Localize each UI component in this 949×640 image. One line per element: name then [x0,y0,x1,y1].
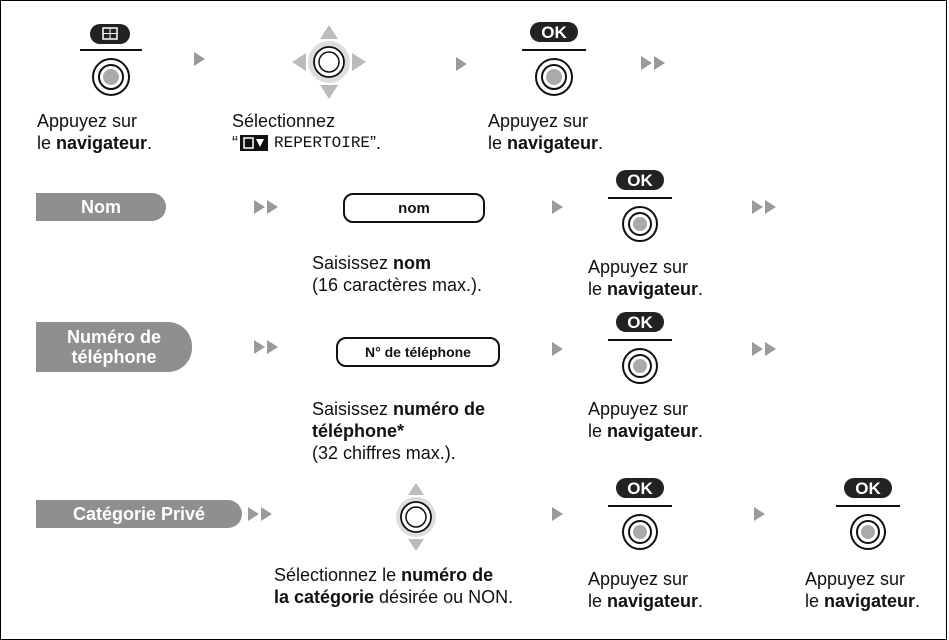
press-navigator-nom: Appuyez sur le navigateur. [588,257,704,299]
continue-arrow [248,507,259,521]
step-press-navigator: Appuyez sur le navigateur. [37,111,153,153]
continue-arrow [752,342,763,356]
next-arrow [552,200,563,214]
ok-navigator-icon: OK [608,478,672,550]
ok-navigator-icon: OK [522,22,586,96]
continue-arrow [254,340,265,354]
press-navigator-category-final: Appuyez sur le navigateur. [805,569,921,611]
svg-text:OK: OK [627,171,653,190]
menu-navigator-icon [80,24,142,96]
continue-arrow [654,56,665,70]
press-navigator-category: Appuyez sur le navigateur. [588,569,704,611]
ok-navigator-icon: OK [608,312,672,384]
continue-arrow [641,56,652,70]
svg-text:OK: OK [541,23,567,42]
desc-category: Sélectionnez le numéro de la catégorie d… [274,565,514,607]
input-phone[interactable]: N° de téléphone [336,337,500,367]
continue-arrow [254,200,265,214]
continue-arrow [267,340,278,354]
field-nom-pill: Nom [36,193,166,221]
field-category-pill: Catégorie Privé [36,500,242,528]
field-phone-pill: Numéro de téléphone [36,322,192,372]
input-nom[interactable]: nom [343,193,485,223]
next-arrow [194,52,205,66]
navigator-updown-icon [396,483,436,551]
svg-text:OK: OK [627,313,653,332]
navigator-4way-icon [292,25,366,99]
step-select-repertoire: Sélectionnez “ REPERTOIRE ”. [232,111,382,153]
continue-arrow [752,200,763,214]
next-arrow [552,342,563,356]
ok-navigator-icon: OK [608,170,672,242]
ok-navigator-icon: OK [836,478,900,550]
continue-arrow [765,200,776,214]
desc-nom: Saisissez nom (16 caractères max.). [312,253,483,295]
next-arrow [552,507,563,521]
svg-text:OK: OK [627,479,653,498]
phonebook-icon [240,135,268,151]
next-arrow [456,57,467,71]
step-press-navigator: Appuyez sur le navigateur. [488,111,604,153]
continue-arrow [261,507,272,521]
continue-arrow [765,342,776,356]
continue-arrow [267,200,278,214]
press-navigator-phone: Appuyez sur le navigateur. [588,399,704,441]
desc-phone: Saisissez numéro de téléphone* (32 chiff… [312,399,486,463]
next-arrow [754,507,765,521]
svg-text:OK: OK [855,479,881,498]
